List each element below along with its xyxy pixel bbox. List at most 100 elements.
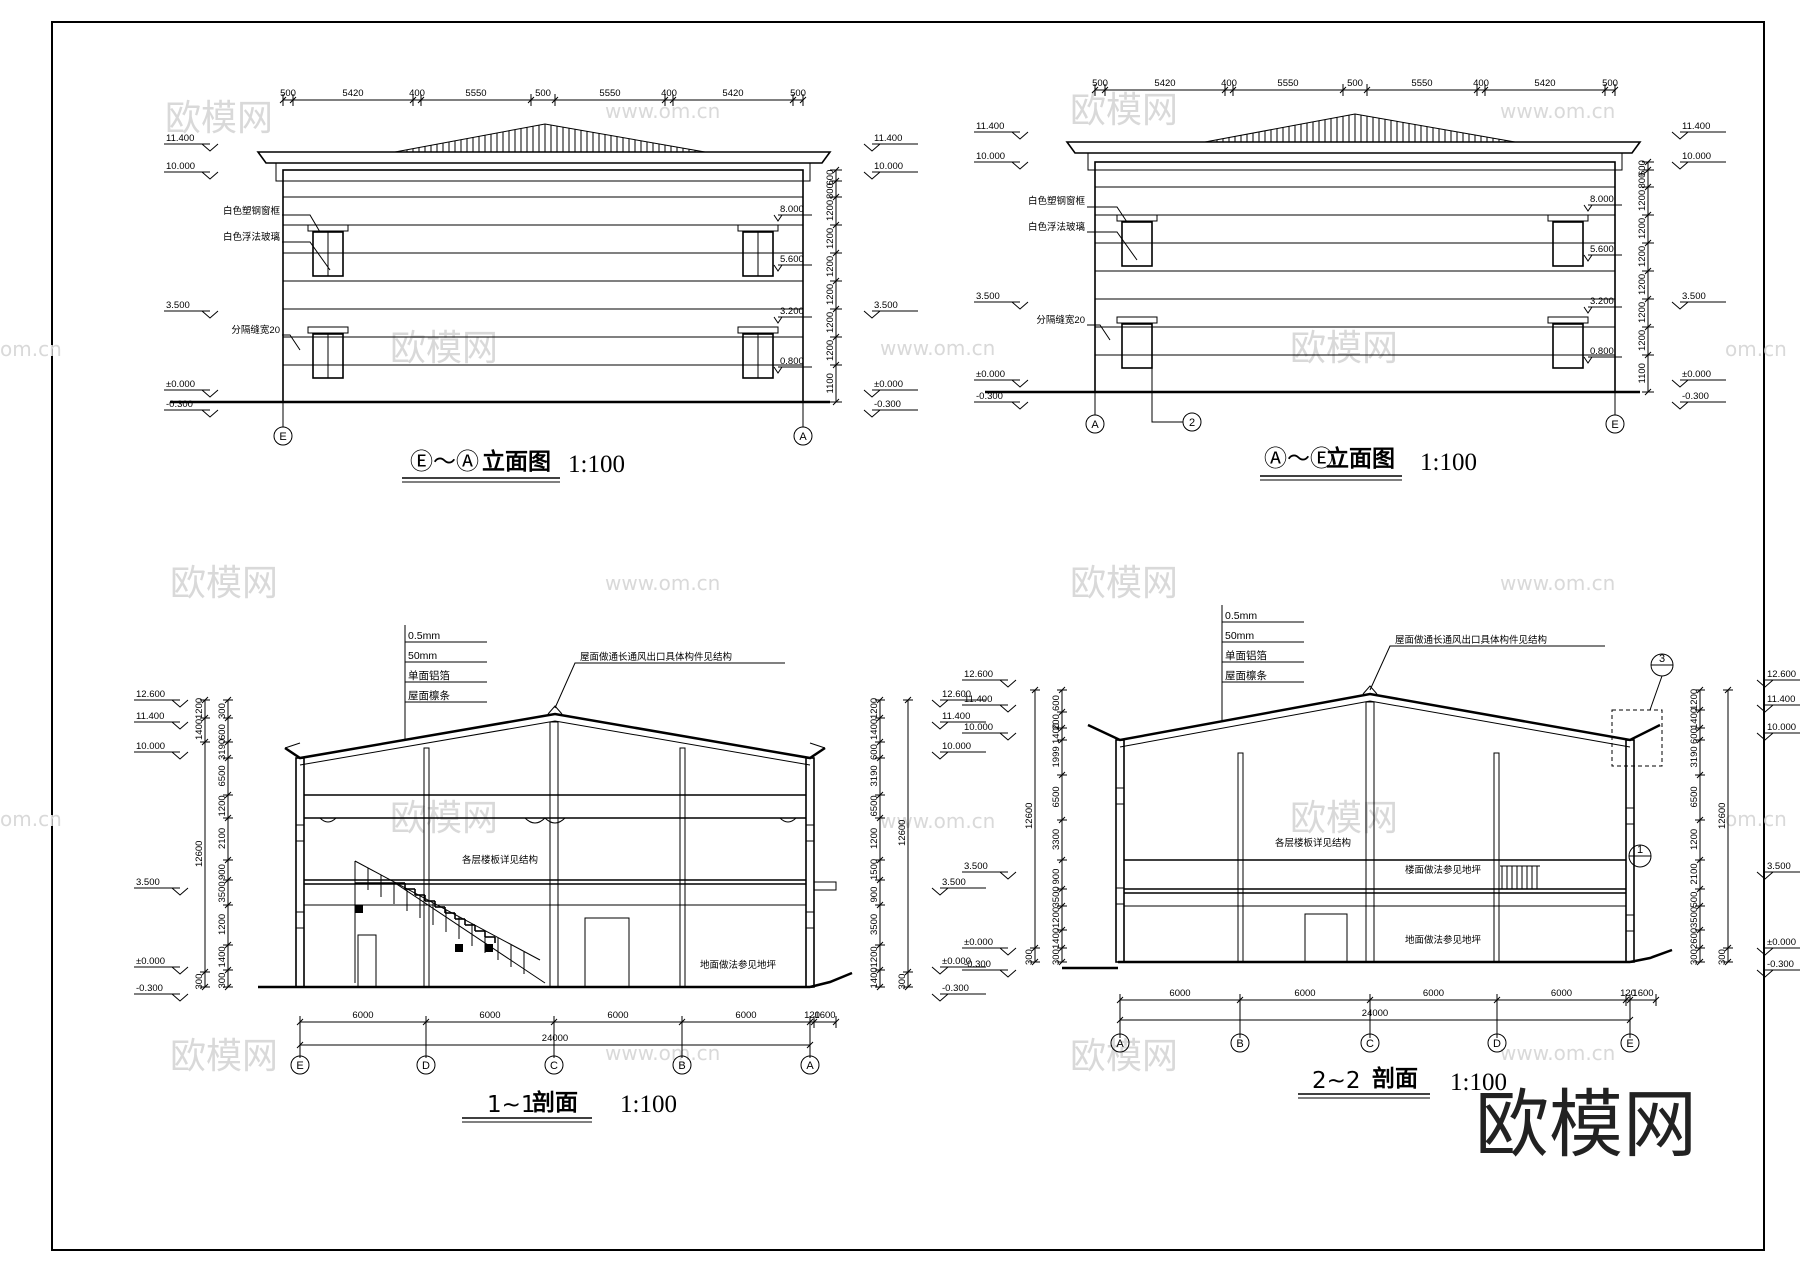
watermark-url: www.om.cn [880,336,995,360]
drawing-title: 剖面 [1372,1065,1418,1092]
axis-bubble [800,1055,820,1075]
dim-text: 1200 [869,698,880,719]
watermark-brand: 欧模网 [390,328,498,369]
roof-layer-label: 单面铝箔 [408,669,450,682]
dim-text: 800 [825,183,836,199]
note-label: 分隔缝宽20 [231,324,280,336]
level-label: 3.500 [942,877,966,888]
dim-text: 500 [1602,78,1618,89]
watermark-url: om.cn [0,807,62,831]
level-label: -0.300 [1682,391,1709,402]
axis-label: E [1626,1038,1633,1050]
watermark-url: om.cn [1725,807,1787,831]
roof-layer-label: 50mm [1225,630,1254,642]
dim-text: 1400 [194,719,205,740]
watermark-url: www.om.cn [1500,99,1615,123]
roof-layer-label: 屋面檩条 [408,689,450,702]
dim-text: 600 [869,744,880,760]
dim-text: 300 [194,974,205,990]
dim-text: 5550 [599,88,620,99]
axis-bubble [1487,1033,1507,1053]
dim-text: 12600 [1024,803,1035,829]
level-label: -0.300 [942,983,969,994]
dim-text: 3500 [217,881,228,902]
detail-ref-label: 3 [1659,653,1665,665]
level-label: 10.000 [976,151,1005,162]
dim-text: 1200 [869,946,880,967]
dim-text: 600 [825,170,836,186]
dim-text: 900 [1051,869,1062,885]
axis-bubble [290,1055,310,1075]
dim-text: 3190 [869,765,880,786]
note-label: 白色浮法玻璃 [223,231,280,243]
level-label: 12.600 [942,689,971,700]
axis-label: A [806,1060,814,1072]
dim-text: 1100 [825,373,836,393]
level-label: 11.400 [1767,694,1795,705]
dim-text: 5420 [722,88,743,99]
dim-text: 400 [409,88,425,99]
detail-ref-label: 2 [1189,417,1195,429]
level-label: ±0.000 [1682,369,1711,380]
level-label: 12.600 [964,669,993,680]
axis-bubble [1620,1033,1640,1053]
roof-layer-label: 50mm [408,650,437,662]
level-label: -0.300 [976,391,1003,402]
dim-text: 1100 [1637,363,1648,383]
dim-text: 1200 [825,284,836,305]
detail-ref-label: 1 [1637,844,1643,856]
level-label: ±0.000 [874,379,903,390]
watermark-brand: 欧模网 [1290,328,1398,369]
note-label: 白色塑钢窗框 [1028,195,1086,207]
dim-text: 5420 [1154,78,1175,89]
level-label: ±0.000 [1767,937,1796,948]
detail-ref-bubble [1182,412,1202,432]
dim-text: 1400 [869,719,880,740]
dim-text: 1200 [825,340,836,361]
dim-text: 300 [217,973,228,989]
level-label: 11.400 [166,133,194,144]
level-label: 11.400 [964,694,992,705]
level-label: ±0.000 [964,937,993,948]
dim-text: 12600 [1717,803,1728,829]
roof-layer-label: 0.5mm [408,630,440,642]
level-label: 11.400 [942,711,970,722]
dim-text: 2100 [217,828,228,849]
brand-logo: 欧模网 [1475,1082,1697,1168]
level-label: 10.000 [1682,151,1711,162]
dim-text: 1400 [1689,708,1700,729]
level-label: 3.200 [780,306,804,317]
sheet-border [51,21,1765,1251]
dim-text: 500 [1347,78,1363,89]
level-label: ±0.000 [942,956,971,967]
dim-text: 3500 [869,914,880,935]
dim-text: 300 [1051,949,1062,965]
dim-text: 300 [1024,949,1035,965]
dim-text: 5420 [342,88,363,99]
axis-label: D [1493,1038,1501,1050]
level-label: 5.600 [780,254,804,265]
level-label: 3.500 [166,300,190,311]
dim-text: 1200 [1637,274,1648,295]
level-label: 0.800 [780,356,804,367]
dim-text: 12600 [194,841,205,867]
dim-text: 1200 [825,256,836,277]
watermark-brand: 欧模网 [1070,1036,1178,1077]
roof-layer-label: 屋面檩条 [1225,669,1267,682]
dim-text: 600 [217,724,228,740]
dim-text: 1500 [869,859,880,880]
dim-text: 1200 [1637,246,1648,267]
level-label: -0.300 [964,959,991,970]
drawing-title-axes: Ⓔ～Ⓐ [410,449,479,475]
dim-text: 120 [1620,988,1636,999]
watermark-url: www.om.cn [1500,1041,1615,1065]
level-label: 8.000 [1590,194,1614,205]
floor-note: 地面做法参见地坪 [1405,934,1482,946]
level-label: ±0.000 [976,369,1005,380]
dim-text: 6000 [352,1010,373,1021]
dim-text: 5550 [1411,78,1432,89]
axis-label: A [799,431,807,443]
floor-note: 楼面做法参见地坪 [1405,864,1482,876]
axis-bubble [416,1055,436,1075]
